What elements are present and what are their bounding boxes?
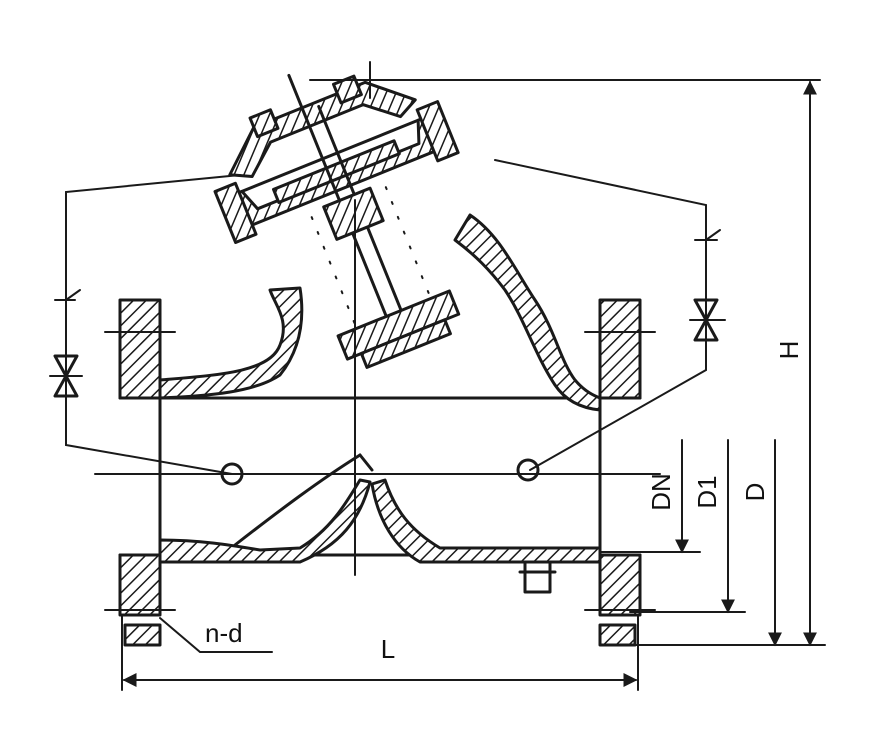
dimension-dn-label: DN: [646, 473, 676, 511]
right-flange: [584, 298, 656, 647]
outlet-pressure-tap: [516, 458, 540, 482]
dimension-d: D: [740, 439, 782, 647]
dimension-h: H: [629, 80, 826, 647]
dimension-d-label: D: [740, 483, 770, 502]
pilot-pipe-left: [49, 174, 241, 475]
dimension-d1: D1: [629, 439, 746, 614]
dimension-h-label: H: [774, 341, 804, 360]
valve-body: [118, 213, 642, 594]
dimension-d1-label: D1: [692, 475, 722, 508]
bonnet-actuator: [213, 73, 461, 369]
dimension-n-d-label: n-d: [205, 618, 243, 648]
dimension-l: L: [121, 614, 639, 691]
dimension-dn: DN: [599, 439, 701, 554]
dimension-n-d: n-d: [159, 617, 273, 653]
pilot-pipe-right: [494, 159, 726, 471]
dimension-l-label: L: [381, 634, 395, 664]
left-flange: [104, 298, 176, 647]
